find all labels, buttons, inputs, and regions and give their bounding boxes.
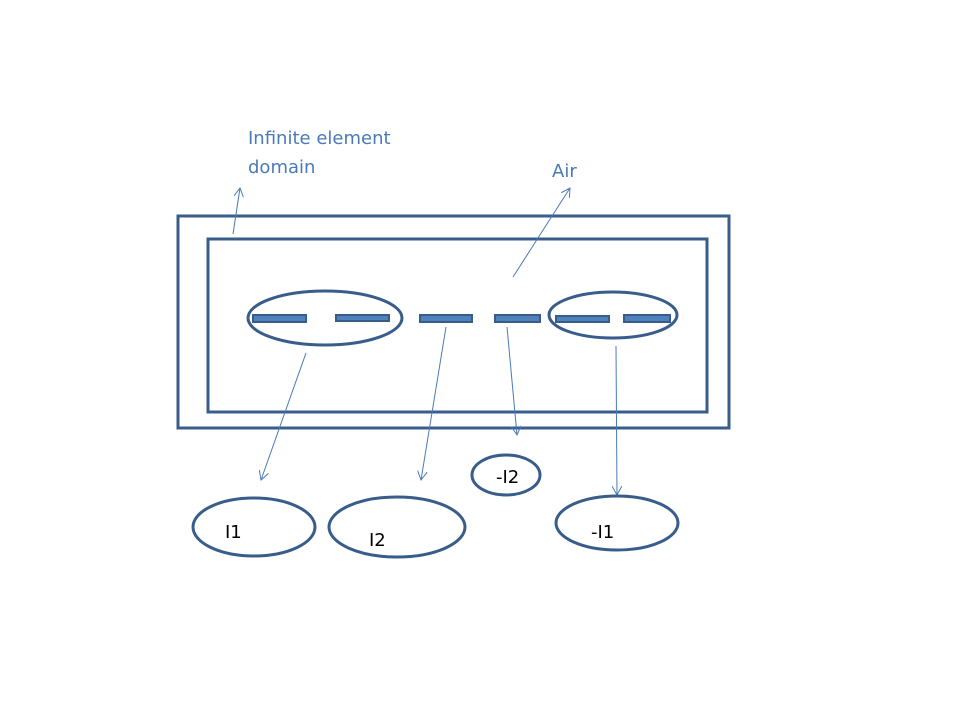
label-infinite-element: Infinite element xyxy=(248,128,391,149)
current-ellipse-i1 xyxy=(191,496,317,558)
air-domain-box xyxy=(206,237,709,414)
current-ellipse-neg-i1 xyxy=(554,494,680,552)
current-label-i2: I2 xyxy=(369,530,386,551)
group-ellipse-left xyxy=(246,289,404,347)
conductor-3 xyxy=(419,314,473,323)
group-ellipse-right xyxy=(547,290,679,340)
arrow-infinite-domain xyxy=(232,188,240,235)
current-ellipse-neg-i2 xyxy=(470,453,542,497)
current-label-i1: I1 xyxy=(225,522,242,543)
label-domain: domain xyxy=(248,157,315,178)
arrow-i2 xyxy=(421,326,447,480)
current-label-neg-i1: -I1 xyxy=(591,522,614,543)
conductor-1 xyxy=(252,314,307,323)
arrow-air xyxy=(512,188,570,278)
current-ellipse-i2 xyxy=(327,495,467,559)
conductor-6 xyxy=(623,314,671,323)
conductor-4 xyxy=(494,314,541,323)
arrow-neg-i2 xyxy=(506,326,517,435)
infinite-element-domain-box xyxy=(176,214,731,430)
conductor-5 xyxy=(555,315,610,323)
label-air: Air xyxy=(552,161,577,182)
conductor-2 xyxy=(335,314,390,322)
current-label-neg-i2: -I2 xyxy=(496,467,519,488)
arrow-i1 xyxy=(261,352,307,480)
arrow-neg-i1 xyxy=(616,345,617,495)
